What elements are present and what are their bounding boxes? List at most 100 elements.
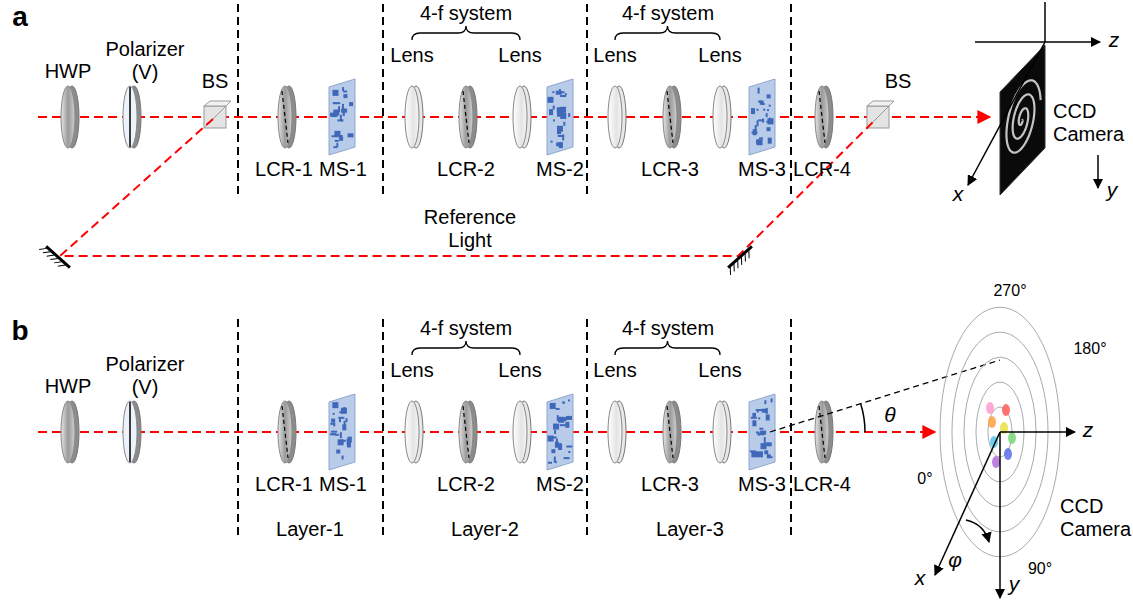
meta-atom xyxy=(768,138,772,144)
meta-atom xyxy=(767,454,771,458)
component-label: Layer-1 xyxy=(276,518,344,541)
axis-label: x xyxy=(915,566,926,589)
meta-atom xyxy=(552,91,554,93)
lcr-face xyxy=(459,86,473,148)
azimuth-arrow xyxy=(966,520,989,542)
meta-atom xyxy=(551,141,553,143)
lcr-face xyxy=(663,401,677,463)
meta-atom xyxy=(761,103,765,105)
layer-divider xyxy=(790,4,792,196)
meta-atom xyxy=(332,402,338,408)
lens-element xyxy=(608,86,626,148)
mirror-hatch xyxy=(43,248,51,256)
layer-divider xyxy=(586,4,588,196)
component-label: HWP xyxy=(45,375,92,398)
meta-atom xyxy=(333,110,339,116)
mirror-hatch xyxy=(50,255,58,263)
mirror-hatch xyxy=(730,264,738,272)
meta-atom xyxy=(340,432,342,438)
mirror xyxy=(726,246,757,275)
angle-label: 270° xyxy=(993,282,1026,300)
meta-atom xyxy=(337,119,343,121)
beam-splitter-top xyxy=(204,101,231,106)
meta-atom xyxy=(758,101,762,103)
component-label: LCR-2 xyxy=(437,473,495,496)
axis-line xyxy=(935,432,1000,575)
meta-atom xyxy=(566,416,572,420)
layer-divider xyxy=(237,4,239,196)
meta-atom xyxy=(751,108,755,114)
meta-atom xyxy=(553,119,555,121)
meta-atom xyxy=(339,137,343,141)
component-label: BS xyxy=(885,70,912,93)
meta-atom xyxy=(331,431,337,433)
meta-atom xyxy=(345,418,347,422)
bracket xyxy=(615,26,720,40)
lcr-face xyxy=(815,401,829,463)
lens-element xyxy=(405,401,423,463)
axis-line xyxy=(968,42,1045,185)
mirror-hatch xyxy=(741,254,749,262)
meta-atom xyxy=(334,102,340,104)
meta-atom xyxy=(565,422,569,428)
meta-atom xyxy=(758,417,760,419)
hwp-element xyxy=(61,86,79,148)
meta-atom xyxy=(757,109,759,111)
mirror-hatch xyxy=(58,262,66,270)
component-label: LCR-2 xyxy=(437,158,495,181)
meta-atom xyxy=(332,433,336,435)
component-label: Lens xyxy=(390,44,433,67)
meta-atom xyxy=(556,408,560,410)
lcr-element xyxy=(459,86,477,148)
metasurface-plate xyxy=(329,394,355,470)
laser-beam xyxy=(38,431,935,433)
mirror-hatch xyxy=(738,257,746,265)
lcr-element xyxy=(815,401,833,463)
lcr-face xyxy=(278,86,292,148)
metasurface-plate xyxy=(329,79,355,155)
lens-element xyxy=(513,86,531,148)
lcr-element xyxy=(663,401,681,463)
meta-atom xyxy=(550,403,556,409)
lens-face xyxy=(713,401,727,463)
component-label: Lens xyxy=(593,44,636,67)
meta-atom xyxy=(753,129,757,135)
meta-atom xyxy=(342,424,346,430)
meta-atom xyxy=(343,94,347,98)
axis-label: θ xyxy=(884,403,895,426)
component-label: Polarizer (V) xyxy=(95,353,195,399)
lcr-face xyxy=(663,86,677,148)
metasurface xyxy=(329,79,355,155)
lens-face xyxy=(608,86,622,148)
meta-atom xyxy=(560,95,566,97)
bracket xyxy=(615,341,720,355)
meta-atom xyxy=(547,97,553,103)
ccd-screen xyxy=(1000,45,1045,195)
lcr-face xyxy=(815,86,829,148)
meta-atom xyxy=(563,402,565,404)
component-label: Polarizer (V) xyxy=(95,38,195,84)
meta-atom xyxy=(766,121,770,123)
lcr-element xyxy=(278,401,296,463)
axis-label: z xyxy=(1083,418,1094,441)
lcr-axis xyxy=(463,406,469,458)
panel-letter: a xyxy=(12,2,28,32)
meta-atom xyxy=(333,90,339,96)
laser-beam xyxy=(60,119,876,256)
lcr-axis xyxy=(463,91,469,143)
meta-atom xyxy=(751,451,757,457)
focal-spot xyxy=(988,416,996,428)
metasurface-plate xyxy=(547,79,573,155)
lcr-axis xyxy=(667,406,673,458)
lens-face xyxy=(608,401,622,463)
meta-atom xyxy=(771,456,773,458)
lcr-face xyxy=(278,401,292,463)
component-label: MS-3 xyxy=(738,158,786,181)
meta-atom xyxy=(331,419,335,423)
lens-face xyxy=(713,86,727,148)
meta-atom xyxy=(349,102,353,106)
meta-atom xyxy=(343,110,345,116)
meta-atom xyxy=(342,456,344,460)
component-label: Lens xyxy=(498,44,541,67)
